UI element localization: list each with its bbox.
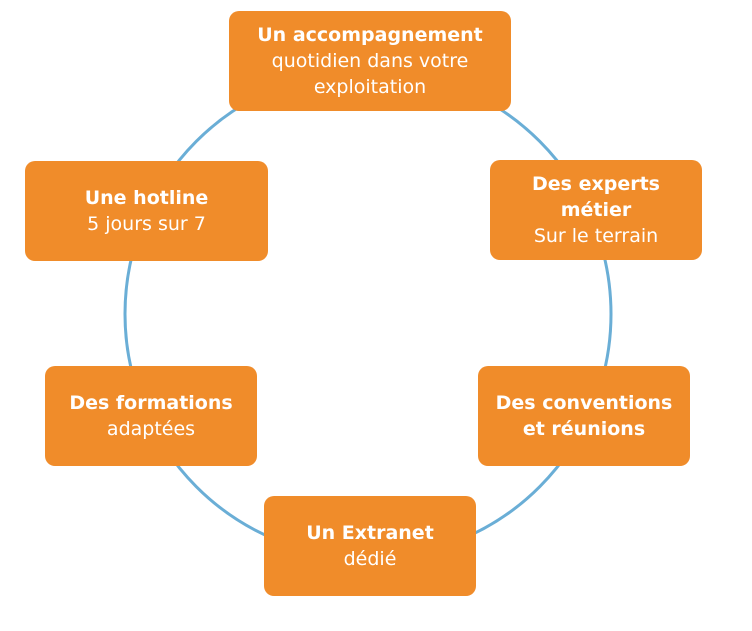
node-extranet-title: Un Extranet xyxy=(306,522,434,544)
node-hotline-line-1: 5 jours sur 7 xyxy=(87,213,206,235)
node-extranet-line-1: dédié xyxy=(343,548,397,570)
node-conventions-title-1: Des conventions xyxy=(495,392,673,414)
node-accompagnement: Un accompagnement quotidien dans votre e… xyxy=(229,11,511,111)
node-hotline: Une hotline 5 jours sur 7 xyxy=(25,161,268,261)
node-hotline-title: Une hotline xyxy=(84,187,209,209)
node-accompagnement-line-1: quotidien dans votre xyxy=(271,50,469,72)
node-formations-title: Des formations xyxy=(69,392,233,414)
node-conventions-title-2: et réunions xyxy=(522,418,646,440)
node-experts-title-1: Des experts xyxy=(532,173,660,195)
node-experts-line-1: Sur le terrain xyxy=(533,225,659,247)
node-formations-line-1: adaptées xyxy=(106,418,196,440)
node-extranet: Un Extranet dédié xyxy=(264,496,476,596)
node-formations: Des formations adaptées xyxy=(45,366,257,466)
node-experts-title-2: métier xyxy=(560,199,632,221)
node-experts: Des experts métier Sur le terrain xyxy=(490,160,702,260)
node-accompagnement-title: Un accompagnement xyxy=(257,24,483,46)
node-conventions: Des conventions et réunions xyxy=(478,366,690,466)
node-accompagnement-line-2: exploitation xyxy=(313,76,427,98)
ring-ellipse xyxy=(123,68,613,560)
